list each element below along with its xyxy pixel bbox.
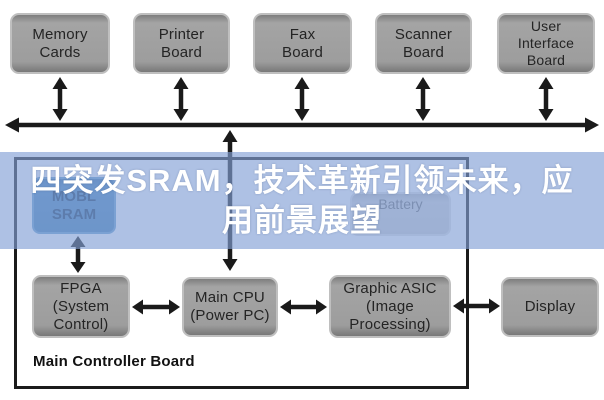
cpu-label: Main CPU (Power PC) (190, 289, 270, 324)
scanner-board-box: Scanner Board (375, 13, 472, 74)
arrow-fax-bus (294, 77, 310, 121)
graphic-asic-label: Graphic ASIC (Image Processing) (343, 279, 437, 333)
graphic-asic-box: Graphic ASIC (Image Processing) (329, 275, 451, 338)
printer-board-label: Printer Board (158, 25, 205, 61)
user-interface-board-label: User Interface Board (517, 18, 575, 68)
scanner-board-label: Scanner Board (394, 25, 453, 61)
bus-left-arrowhead (5, 117, 19, 133)
arrow-memory-bus (52, 77, 68, 121)
title-banner-overlay: 四突发SRAM，技术革新引领未来，应 用前景展望 (0, 152, 604, 249)
memory-cards-label: Memory Cards (32, 25, 88, 61)
cpu-box: Main CPU (Power PC) (182, 277, 278, 337)
display-box: Display (501, 277, 599, 337)
display-label: Display (524, 298, 576, 315)
fax-board-label: Fax Board (281, 25, 324, 61)
main-controller-board-label: Main Controller Board (33, 353, 195, 370)
banner-title-line1: 四突发SRAM，技术革新引领未来，应 (30, 162, 574, 198)
user-interface-board-box: User Interface Board (497, 13, 595, 74)
arrow-printer-bus (173, 77, 189, 121)
banner-title-line2: 用前景展望 (222, 202, 382, 238)
bus-right-arrowhead (585, 117, 599, 133)
memory-cards-box: Memory Cards (10, 13, 110, 74)
fpga-label: FPGA (System Control) (52, 279, 110, 333)
arrow-userinterface-bus (538, 77, 554, 121)
arrow-scanner-bus (415, 77, 431, 121)
printer-board-box: Printer Board (133, 13, 230, 74)
fpga-box: FPGA (System Control) (32, 275, 130, 338)
system-bus (5, 117, 599, 133)
fax-board-box: Fax Board (253, 13, 352, 74)
